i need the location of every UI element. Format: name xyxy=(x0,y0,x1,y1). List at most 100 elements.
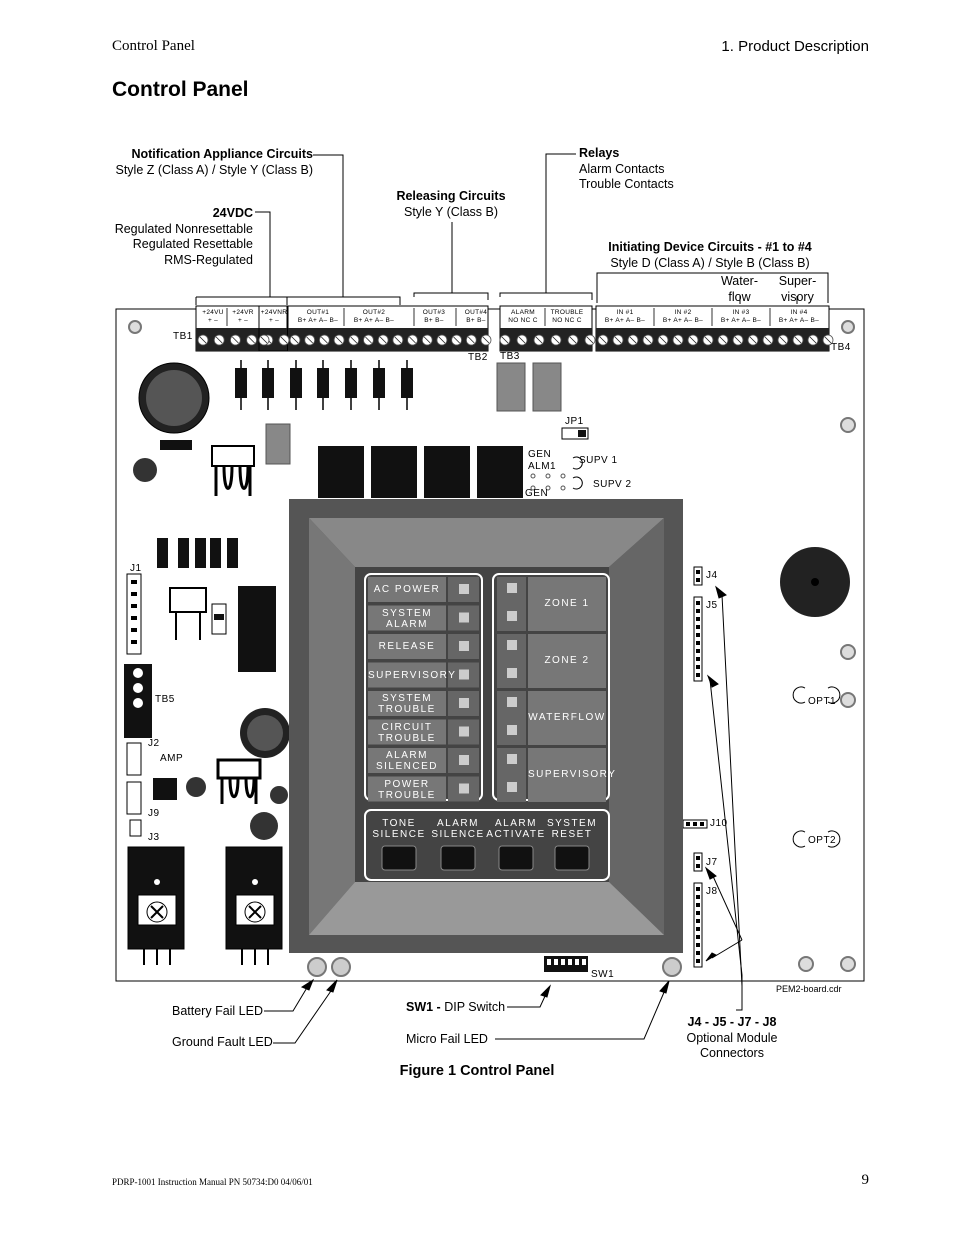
terminal-group-name: OUT#1 xyxy=(306,309,330,316)
status-led-label-line: ALARM xyxy=(386,750,428,761)
terminal-screw xyxy=(717,334,729,346)
zone-label-cell xyxy=(528,748,606,802)
connector-pin xyxy=(696,657,700,661)
terminal-polarity: B+ B– xyxy=(466,317,486,324)
status-label-cell xyxy=(368,776,446,802)
waterflow-line-1: Water- xyxy=(720,274,759,288)
zone-label-cell xyxy=(528,634,606,688)
supervisory-callout: Super- visory xyxy=(770,274,825,305)
connector-pin xyxy=(696,856,700,860)
status-led-label: SUPERVISORY xyxy=(368,669,457,681)
nac-title: Notification Appliance Circuits xyxy=(131,147,313,161)
terminal-group-name: OUT#2 xyxy=(362,309,386,316)
status-led-label: AC POWER xyxy=(368,584,446,595)
j4-label: J4 xyxy=(706,570,718,581)
terminal-screw xyxy=(278,334,290,346)
connector-pin xyxy=(696,887,700,891)
connector-pin xyxy=(700,822,704,826)
terminal-group-label: +24VR+ – xyxy=(229,309,257,325)
gen-alm-label: GEN xyxy=(528,449,552,460)
status-led-label-line: SUPERVISORY xyxy=(368,669,457,681)
supv1-label: SUPV 1 xyxy=(579,455,618,466)
terminal-group-name: IN #2 xyxy=(674,309,692,316)
terminal-block-tb1 xyxy=(195,305,288,352)
status-label-cell xyxy=(368,577,446,602)
terminal-screw xyxy=(702,334,714,346)
terminal-screw xyxy=(451,334,463,346)
terminal-screw xyxy=(289,334,301,346)
terminal-screw xyxy=(407,334,418,346)
vdc-callout: 24VDC Regulated Nonresettable Regulated … xyxy=(60,206,253,268)
terminal-screw xyxy=(213,334,225,346)
terminal-group-label: +24VNR+ – xyxy=(260,309,288,325)
terminal-polarity: NO NC C xyxy=(508,317,538,324)
zone-led xyxy=(507,583,517,593)
running-header-left: Control Panel xyxy=(112,38,195,54)
terminal-polarity: B+ A+ A– B– xyxy=(662,317,704,324)
terminal-polarity: NO NC C xyxy=(552,317,582,324)
panel-button-label-line: TONE xyxy=(382,818,416,829)
diode xyxy=(373,360,385,410)
terminal-screw xyxy=(612,334,624,346)
tb5-label: TB5 xyxy=(155,694,175,705)
terminal-group-name: +24VR xyxy=(232,309,254,316)
vdc-line-3: RMS-Regulated xyxy=(164,252,253,267)
status-led-label: RELEASE xyxy=(368,641,446,652)
j5-label: J5 xyxy=(706,600,718,611)
terminal-screw xyxy=(732,334,744,346)
zone-led xyxy=(507,725,517,735)
diode xyxy=(317,360,329,410)
status-led-label-line: RELEASE xyxy=(378,641,436,652)
connector-pin xyxy=(696,951,700,955)
sw1-callout-bold: SW1 - xyxy=(406,1000,441,1014)
terminal-group-name: TROUBLE xyxy=(550,309,584,316)
terminal-polarity: B+ A+ A– B– xyxy=(720,317,762,324)
terminal-polarity: B+ A+ A– B– xyxy=(297,317,339,324)
micro-fail-led-label: Micro Fail LED xyxy=(406,1032,488,1046)
zone-led xyxy=(507,611,517,621)
terminal-screw xyxy=(392,334,404,346)
terminal-polarity: + – xyxy=(268,317,280,324)
status-label-cell xyxy=(368,691,446,716)
zone-label: ZONE 1 xyxy=(544,598,590,609)
zone-led xyxy=(507,782,517,792)
connector-pin xyxy=(696,919,700,923)
connector-pin xyxy=(696,903,700,907)
zone-label: ZONE 2 xyxy=(544,655,590,666)
status-led xyxy=(459,584,469,594)
terminal-screw xyxy=(747,334,759,346)
status-label-cell xyxy=(368,719,446,745)
sw1-callout-text: DIP Switch xyxy=(440,1000,506,1014)
diode xyxy=(290,360,302,410)
releasing-title: Releasing Circuits xyxy=(396,189,506,203)
terminal-screw xyxy=(792,334,804,346)
connector-pin xyxy=(696,895,700,899)
running-header-right: 1. Product Description xyxy=(721,38,869,55)
j8-label: J8 xyxy=(706,886,718,897)
terminal-screw xyxy=(516,334,528,346)
status-led xyxy=(459,698,469,708)
zone-label-cell xyxy=(528,691,606,745)
supervisory-line-1: Super- xyxy=(778,274,817,288)
diode xyxy=(262,360,274,410)
releasing-subtitle: Style Y (Class B) xyxy=(403,204,498,219)
connector-pin xyxy=(696,927,700,931)
tb4-label: TB4 xyxy=(831,342,851,353)
optional-connectors-title: J4 - J5 - J7 - J8 xyxy=(687,1015,777,1029)
vdc-title: 24VDC xyxy=(212,206,253,220)
connector-pin xyxy=(693,822,697,826)
terminal-screw xyxy=(642,334,654,346)
optional-connectors-line-2: Connectors xyxy=(700,1046,764,1060)
terminal-screw xyxy=(762,334,774,346)
terminal-screw xyxy=(421,334,433,346)
tb1-label: TB1 xyxy=(173,331,193,342)
terminal-screw xyxy=(550,334,562,346)
terminal-screw xyxy=(533,334,545,346)
terminal-group-label: +24VU+ – xyxy=(199,309,227,325)
status-led-label-line: TROUBLE xyxy=(378,732,436,744)
